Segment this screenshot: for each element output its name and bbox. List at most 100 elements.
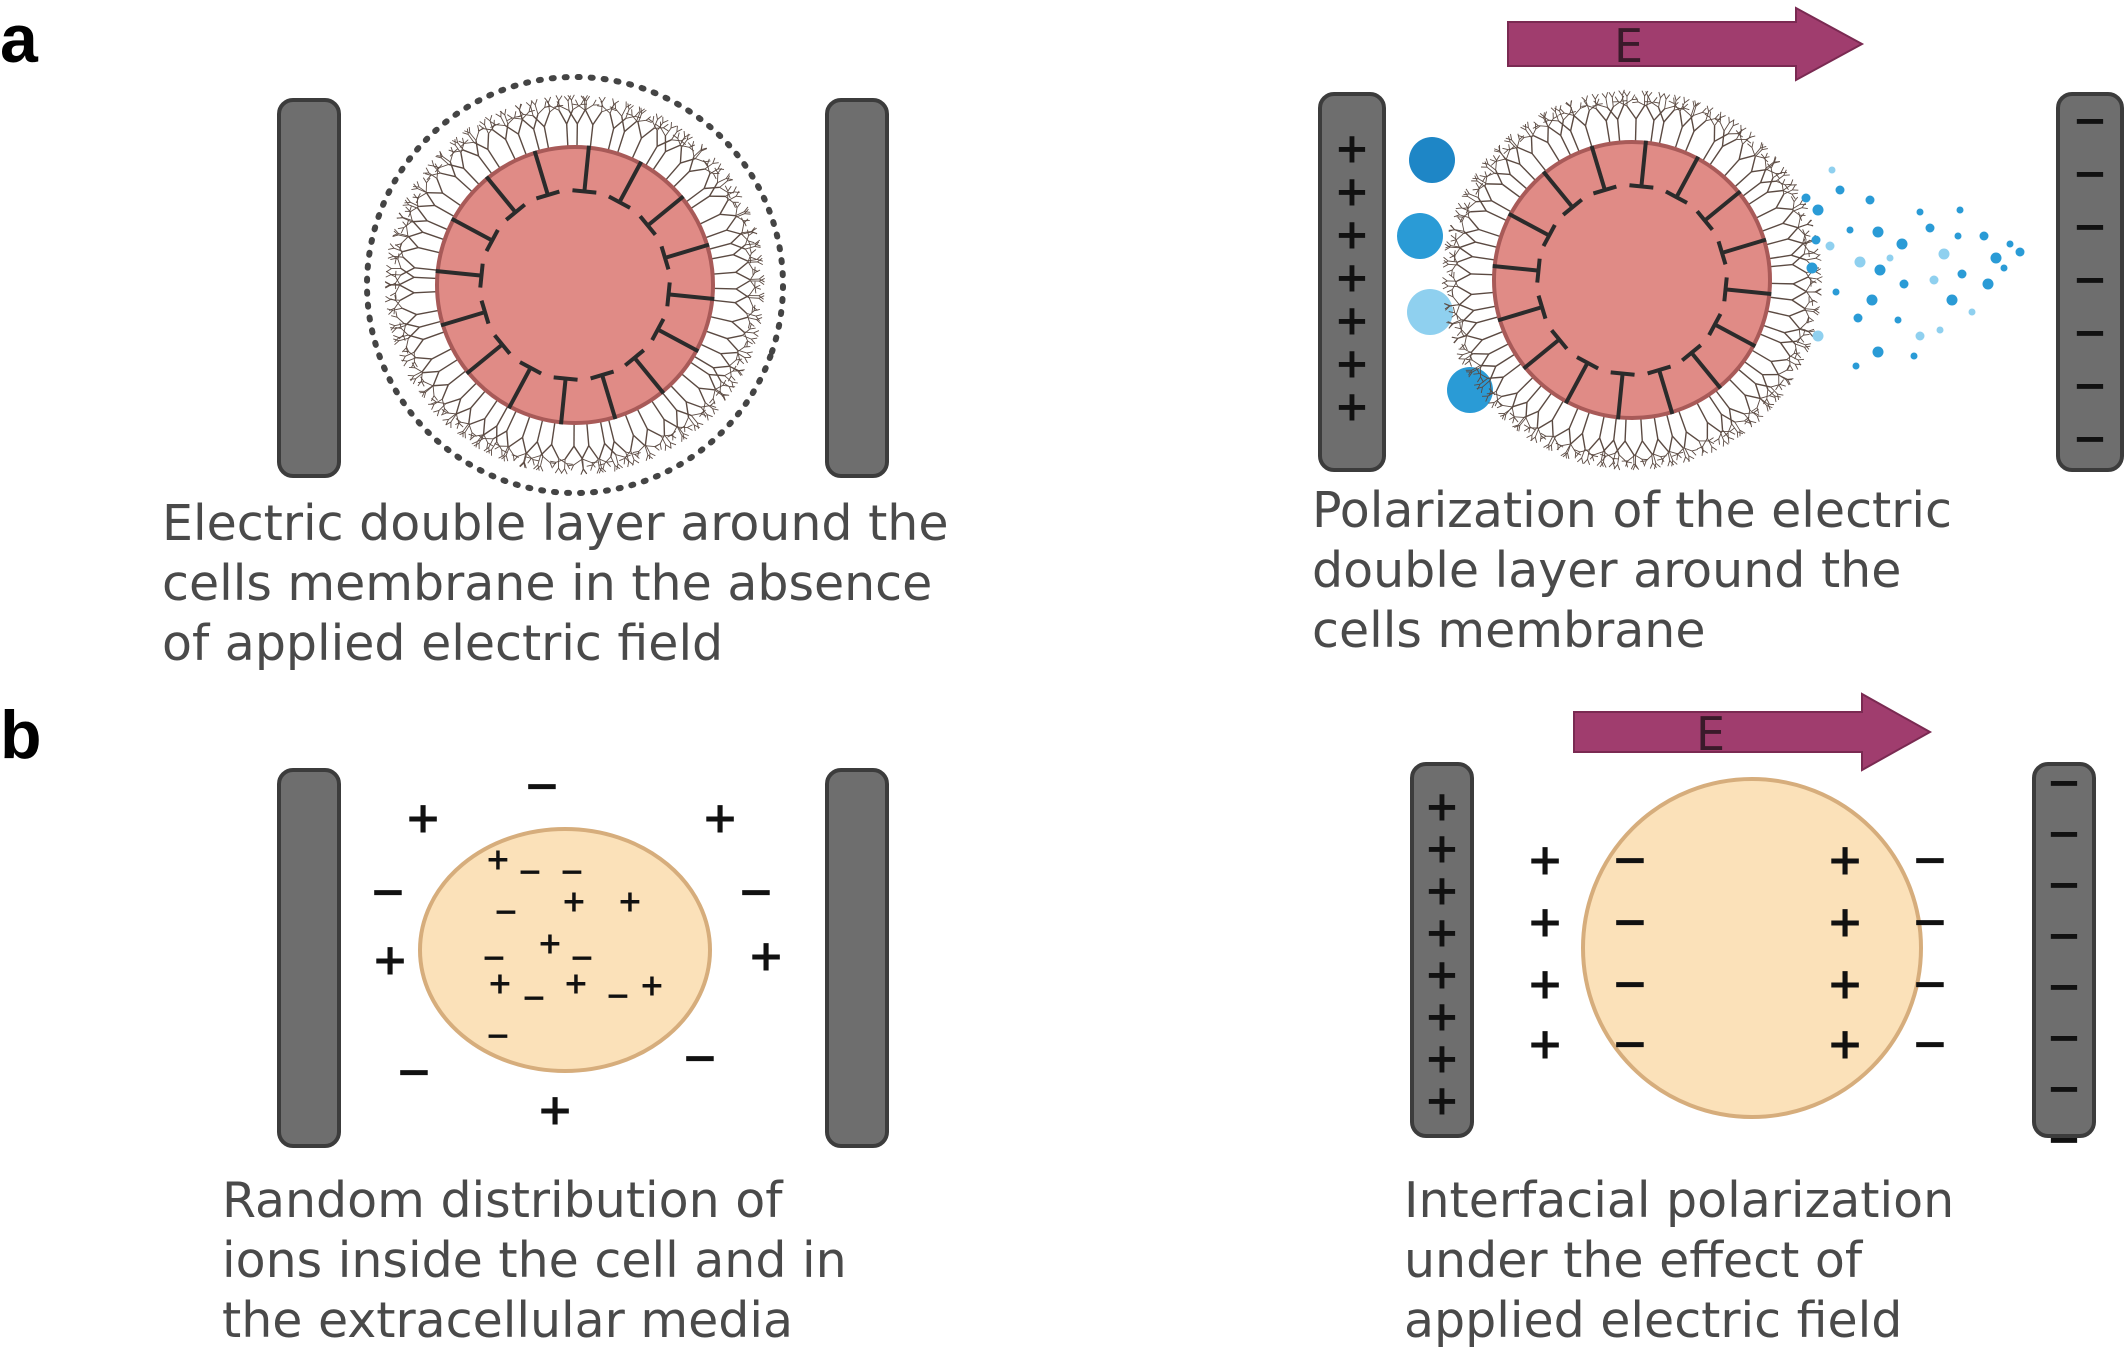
small-ion xyxy=(1846,226,1854,234)
glycocalyx-branch xyxy=(604,442,617,456)
extracellular-ion: − xyxy=(738,867,775,918)
glycocalyx-branch xyxy=(1702,112,1709,115)
glycocalyx-branch xyxy=(412,378,417,385)
small-ion xyxy=(1812,204,1824,216)
small-ion xyxy=(2006,240,2014,248)
glycocalyx-branch xyxy=(700,409,706,414)
glycocalyx-branch xyxy=(399,292,415,301)
glycocalyx-branch xyxy=(1505,137,1512,141)
glycocalyx-branch xyxy=(1792,263,1807,274)
glycocalyx-branch xyxy=(1657,438,1669,452)
glycocalyx-branch xyxy=(1668,435,1674,452)
glycocalyx-branch xyxy=(1633,463,1639,469)
glycocalyx-branch xyxy=(1761,148,1768,151)
glycocalyx-branch xyxy=(662,119,669,124)
glycocalyx-branch xyxy=(459,431,466,436)
glycocalyx-branch xyxy=(625,103,632,108)
glycocalyx-branch xyxy=(1764,152,1768,159)
glycocalyx-branch xyxy=(536,441,544,457)
glycocalyx-branch xyxy=(1605,97,1608,108)
glycocalyx-branch xyxy=(1575,451,1582,456)
glycocalyx-branch xyxy=(473,141,489,151)
glycocalyx-branch xyxy=(1723,440,1729,445)
glycocalyx-branch xyxy=(525,452,534,460)
glycocalyx-branch xyxy=(1641,458,1645,465)
glycocalyx-branch xyxy=(517,133,528,158)
membrane-spike-head xyxy=(1541,224,1557,248)
glycocalyx-branch xyxy=(1527,121,1529,128)
glycocalyx-branch xyxy=(496,403,510,427)
glycocalyx-branch xyxy=(703,173,711,189)
interfacial-charge: − xyxy=(1912,959,1949,1010)
glycocalyx-branch xyxy=(1804,252,1814,255)
glycocalyx-branch xyxy=(1538,419,1553,429)
glycocalyx-branch xyxy=(1708,107,1714,112)
glycocalyx-branch xyxy=(742,334,752,340)
glycocalyx-branch xyxy=(1709,111,1711,118)
counter-ion xyxy=(1397,213,1443,259)
glycocalyx-branch xyxy=(746,352,752,358)
glycocalyx-branch xyxy=(462,423,470,432)
glycocalyx-branch xyxy=(671,170,690,190)
glycocalyx-branch xyxy=(624,456,630,462)
glycocalyx-branch xyxy=(384,281,391,285)
glycocalyx-branch xyxy=(758,292,765,297)
glycocalyx-branch xyxy=(736,346,745,353)
glycocalyx-branch xyxy=(1480,364,1496,367)
glycocalyx-branch xyxy=(1808,250,1815,254)
glycocalyx-branch xyxy=(1745,191,1768,207)
glycocalyx-branch xyxy=(566,463,573,465)
glycocalyx-branch xyxy=(439,152,442,159)
glycocalyx-branch xyxy=(1560,135,1573,159)
glycocalyx-branch xyxy=(753,309,760,312)
glycocalyx-branch xyxy=(746,340,748,347)
glycocalyx-branch xyxy=(602,106,611,114)
glycocalyx-branch xyxy=(1558,112,1565,116)
glycocalyx-branch xyxy=(1770,386,1778,395)
glycocalyx-branch xyxy=(696,213,721,227)
glycocalyx-branch xyxy=(746,317,757,321)
glycocalyx-branch xyxy=(1764,309,1790,317)
glycocalyx-branch xyxy=(1739,134,1743,145)
glycocalyx-branch xyxy=(1806,291,1813,301)
glycocalyx-branch xyxy=(1786,364,1790,371)
glycocalyx-branch xyxy=(1634,96,1639,103)
glycocalyx-branch xyxy=(720,351,737,355)
glycocalyx-branch xyxy=(660,435,667,445)
glycocalyx-branch xyxy=(1569,115,1575,132)
glycocalyx-branch xyxy=(433,395,438,401)
panel-a-left: Electric double layer around the cells m… xyxy=(162,74,949,672)
glycocalyx-branch xyxy=(409,205,412,212)
glycocalyx-branch xyxy=(1794,364,1799,370)
glycocalyx-branch xyxy=(1569,130,1581,155)
glycocalyx-branch xyxy=(1760,180,1777,184)
glycocalyx-branch xyxy=(424,385,433,392)
glycocalyx-branch xyxy=(1769,395,1776,398)
glycocalyx-branch xyxy=(690,415,698,424)
glycocalyx-branch xyxy=(1495,391,1499,401)
glycocalyx-branch xyxy=(1692,112,1703,117)
glycocalyx-branch xyxy=(1453,214,1460,218)
glycocalyx-branch xyxy=(677,426,683,437)
glycocalyx-branch xyxy=(1605,106,1614,122)
glycocalyx-branch xyxy=(616,131,626,156)
glycocalyx-branch xyxy=(1647,91,1653,98)
glycocalyx-branch xyxy=(1598,413,1606,439)
glycocalyx-branch xyxy=(755,286,761,290)
glycocalyx-branch xyxy=(1451,313,1457,318)
glycocalyx-branch xyxy=(580,468,584,475)
glycocalyx-branch xyxy=(1525,402,1528,418)
glycocalyx-branch xyxy=(441,384,449,400)
glycocalyx-branch xyxy=(1570,443,1577,453)
glycocalyx-branch xyxy=(703,159,708,165)
glycocalyx-branch xyxy=(463,167,482,188)
glycocalyx-branch xyxy=(1794,343,1805,348)
glycocalyx-branch xyxy=(1598,104,1608,109)
glycocalyx-branch xyxy=(1761,374,1769,390)
glycocalyx-branch xyxy=(384,299,391,303)
glycocalyx-branch xyxy=(1799,212,1805,219)
glycocalyx-branch xyxy=(1760,323,1785,334)
glycocalyx-branch xyxy=(573,445,584,460)
glycocalyx-branch xyxy=(1448,273,1454,279)
caption-line: double layer around the xyxy=(1312,542,1901,599)
